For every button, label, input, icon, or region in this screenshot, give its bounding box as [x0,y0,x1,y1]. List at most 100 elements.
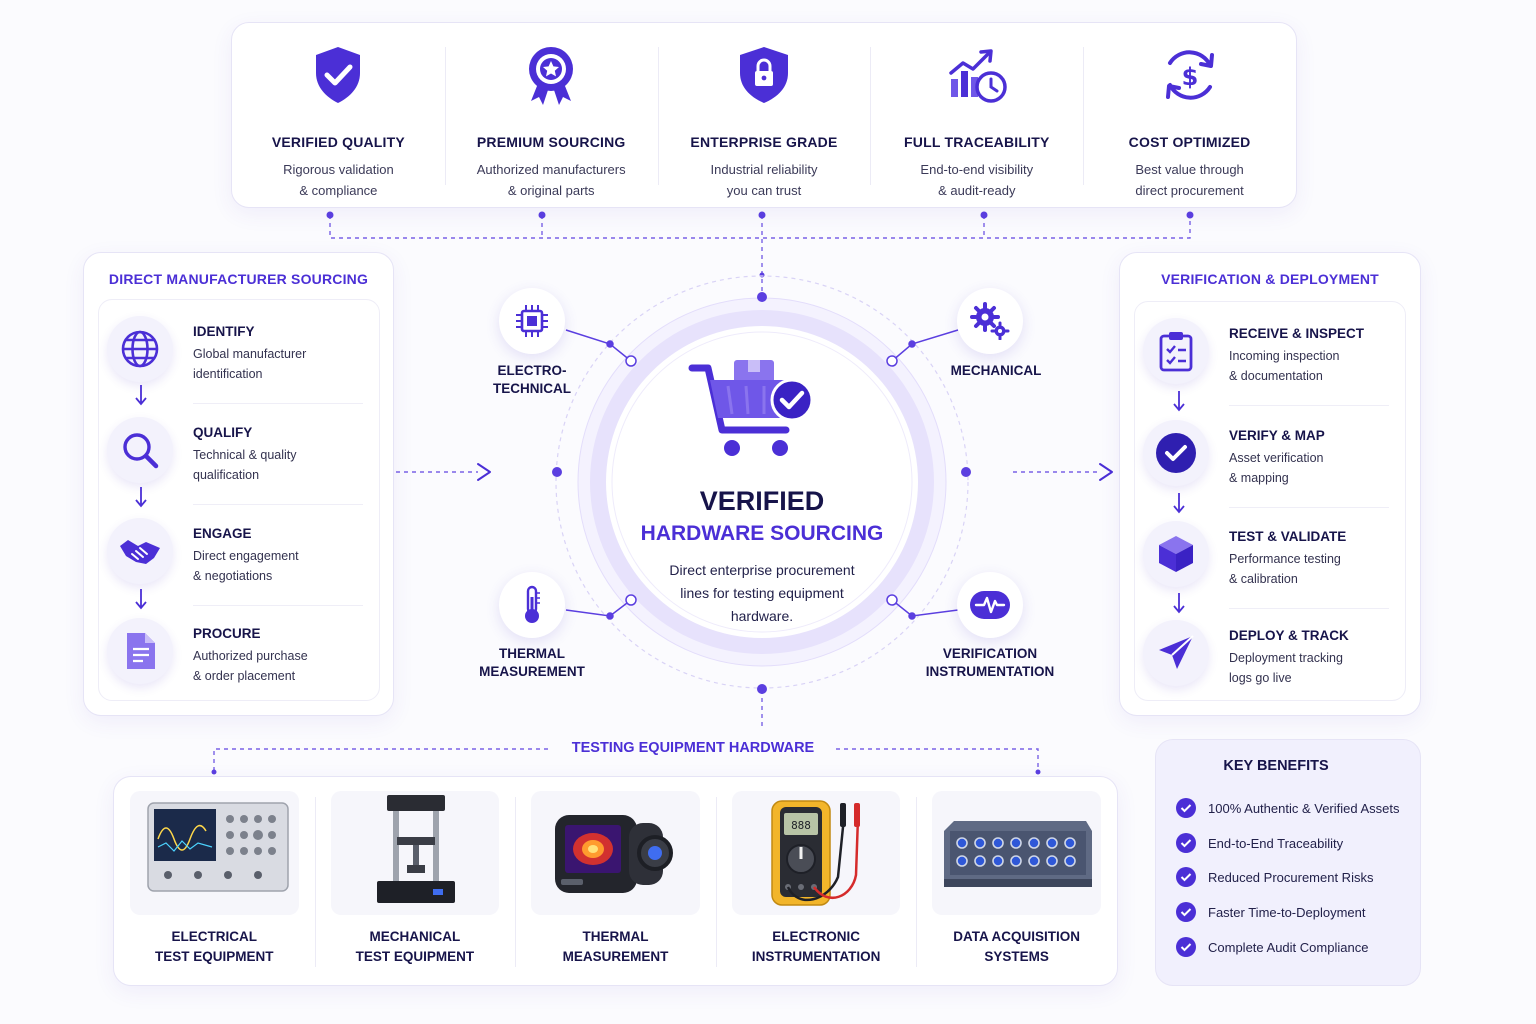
feature-cost-optimized: $ COST OPTIMIZED Best value through dire… [1083,23,1296,207]
step-identify: IDENTIFY Global manufacturer identificati… [99,304,379,404]
benefit-text: End-to-End Traceability [1208,835,1344,851]
verification-steps: RECEIVE & INSPECT Incoming inspection & d… [1134,301,1406,701]
hub-title: VERIFIED [699,486,825,516]
daq-system-image [944,821,1093,887]
feature-desc: & compliance [299,183,378,198]
panel-title: VERIFICATION & DEPLOYMENT [1161,271,1379,287]
step-desc: & documentation [1229,369,1323,383]
benefit-text: 100% Authentic & Verified Assets [1208,800,1400,816]
equipment-electrical: ELECTRICAL TEST EQUIPMENT [114,777,315,985]
equipment-label: SYSTEMS [984,949,1049,964]
step-desc: Incoming inspection [1229,349,1340,363]
step-title: RECEIVE & INSPECT [1229,326,1365,341]
step-desc: & order placement [193,669,296,683]
sourcing-steps: IDENTIFY Global manufacturer identificati… [98,299,380,701]
feature-desc: direct procurement [1135,183,1244,198]
step-desc: logs go live [1229,671,1292,685]
step-desc: & calibration [1229,572,1298,586]
equipment-data-acquisition: DATA ACQUISITION SYSTEMS [916,777,1117,985]
gears-icon [957,288,1023,354]
arrow-down-icon [135,487,147,508]
node-label: THERMAL [499,646,565,661]
benefit-item: Reduced Procurement Risks [1176,867,1373,887]
feature-desc: Industrial reliability [710,162,818,177]
check-icon [1176,937,1196,957]
step-desc: & negotiations [193,569,273,583]
equipment-label: ELECTRONIC [772,929,860,944]
step-desc: & mapping [1229,471,1289,485]
node-label: ELECTRO- [497,363,567,378]
feature-desc: & audit-ready [938,183,1016,198]
step-desc: Authorized purchase [193,649,308,663]
benefit-item: 100% Authentic & Verified Assets [1176,798,1400,818]
step-title: IDENTIFY [193,324,255,339]
node-electro-technical: ELECTRO- TECHNICAL [470,362,594,398]
node-mechanical: MECHANICAL [950,363,1042,378]
hub-desc-line: hardware. [730,608,794,624]
step-procure: PROCURE Authorized purchase & order place… [99,606,379,706]
feature-title: ENTERPRISE GRADE [690,134,838,150]
equipment-label: ELECTRICAL [171,929,258,944]
feature-desc: Best value through [1135,162,1244,177]
shield-check-icon [316,47,361,103]
thermometer-icon [499,572,565,638]
award-ribbon-icon [529,47,574,105]
feature-desc: Rigorous validation [283,162,394,177]
chart-clock-icon [949,49,1007,103]
hub-description: Direct enterprise procurement lines for … [612,559,912,628]
feature-desc: & original parts [507,183,595,198]
feature-desc: you can trust [726,183,802,198]
arrow-down-icon [1173,593,1185,614]
step-desc: Deployment tracking [1229,651,1343,665]
step-desc: Global manufacturer [193,347,307,361]
step-desc: Asset verification [1229,451,1324,465]
svg-text:$: $ [1181,63,1198,91]
globe-icon [107,316,173,382]
benefits-title: KEY BENEFITS [1223,758,1329,774]
feature-enterprise-grade: ENTERPRISE GRADE Industrial reliability … [657,23,871,207]
node-label: VERIFICATION [942,646,1038,661]
send-icon [1143,620,1209,686]
step-desc: identification [193,367,263,381]
equipment-label: INSTRUMENTATION [751,949,881,964]
equipment-label: TEST EQUIPMENT [155,949,274,964]
step-desc: Technical & quality [193,448,297,462]
equipment-row: ELECTRICAL TEST EQUIPMENT MECHANICAL TES… [113,776,1118,986]
shield-lock-icon [739,47,788,103]
equipment-section-title: TESTING EQUIPMENT HARDWARE [571,740,815,756]
step-title: VERIFY & MAP [1229,428,1325,443]
arrow-down-icon [1173,493,1185,514]
step-desc: Performance testing [1229,552,1341,566]
step-title: DEPLOY & TRACK [1229,628,1349,643]
node-label: INSTRUMENTATION [925,664,1055,679]
feature-premium-sourcing: PREMIUM SOURCING Authorized manufacturer… [444,23,658,207]
svg-text:888: 888 [791,819,811,832]
step-title: QUALIFY [193,425,253,440]
thermal-camera-image [555,815,674,893]
document-icon [107,618,173,684]
equipment-label: THERMAL [582,929,649,944]
oscilloscope-image [147,802,289,892]
benefit-item: Complete Audit Compliance [1176,937,1368,957]
multimeter-image: 888 [771,800,860,906]
step-title: PROCURE [193,626,261,641]
tensile-tester-image [376,795,455,903]
step-desc: Direct engagement [193,549,299,563]
step-receive-inspect: RECEIVE & INSPECT Incoming inspection & d… [1135,306,1405,406]
node-verification-instrumentation: VERIFICATION INSTRUMENTATION [912,645,1068,681]
node-thermal-measurement: THERMAL MEASUREMENT [466,645,598,681]
equipment-label: MECHANICAL [369,929,461,944]
hub-desc-line: lines for testing equipment [680,585,844,601]
benefit-text: Reduced Procurement Risks [1208,869,1374,885]
direct-sourcing-panel: DIRECT MANUFACTURER SOURCING IDENTIFY Gl… [83,252,394,716]
feature-bar: VERIFIED QUALITY Rigorous validation & c… [231,22,1297,208]
equipment-electronic: 888 ELECTRONIC INSTRUMENTATION [715,777,917,985]
verification-panel: VERIFICATION & DEPLOYMENT RECEIVE & INSP… [1119,252,1421,716]
feature-title: PREMIUM SOURCING [476,134,626,150]
check-icon [1176,867,1196,887]
cube-icon [1143,521,1209,587]
equipment-label: TEST EQUIPMENT [355,949,475,964]
step-qualify: QUALIFY Technical & quality qualification [99,405,379,505]
step-desc: qualification [193,468,260,482]
panel-title: DIRECT MANUFACTURER SOURCING [108,271,369,287]
